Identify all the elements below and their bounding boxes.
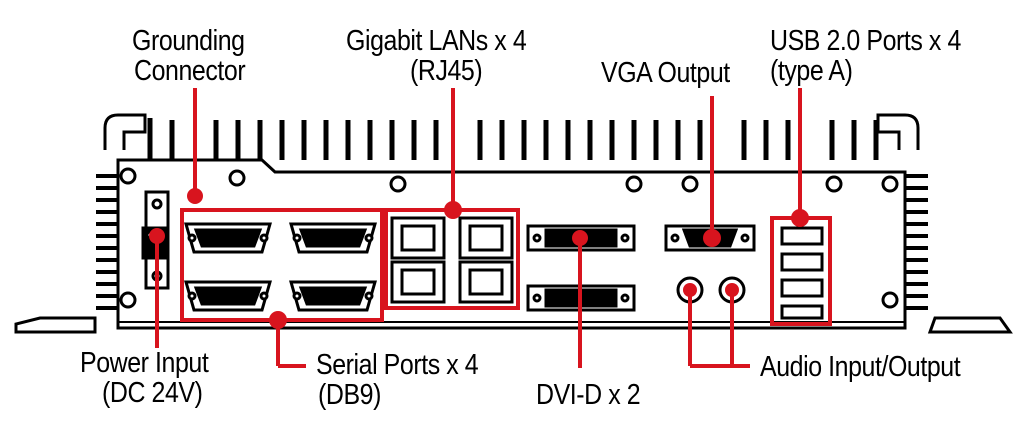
- usb-label-line1: USB 2.0 Ports x 4: [770, 25, 961, 57]
- power-label-line2: (DC 24V): [102, 377, 203, 409]
- dvi-label: DVI-D x 2: [536, 379, 641, 411]
- lan-label-line2: (RJ45): [410, 55, 483, 87]
- usb-label-line2: (type A): [770, 55, 853, 87]
- serial-label-line2: (DB9): [318, 379, 381, 411]
- grounding-label-line2: Connector: [134, 55, 246, 87]
- rj45-ports: [390, 216, 514, 304]
- right-bracket: [927, 316, 1013, 334]
- callout-dots: [149, 188, 809, 329]
- top-fins: [147, 118, 879, 160]
- side-fins: [96, 174, 928, 310]
- vga-label: VGA Output: [601, 57, 730, 89]
- usb-ports: [780, 226, 824, 320]
- left-handle: [103, 113, 147, 150]
- lan-label-line1: Gigabit LANs x 4: [346, 25, 527, 57]
- grounding-label-line1: Grounding: [132, 25, 245, 57]
- right-handle: [876, 113, 920, 150]
- serial-label-line1: Serial Ports x 4: [316, 349, 479, 381]
- left-bracket: [14, 316, 97, 334]
- db9-connectors: [184, 222, 377, 312]
- audio-label: Audio Input/Output: [760, 351, 961, 383]
- power-label-line1: Power Input: [80, 347, 209, 379]
- screws: [119, 167, 899, 309]
